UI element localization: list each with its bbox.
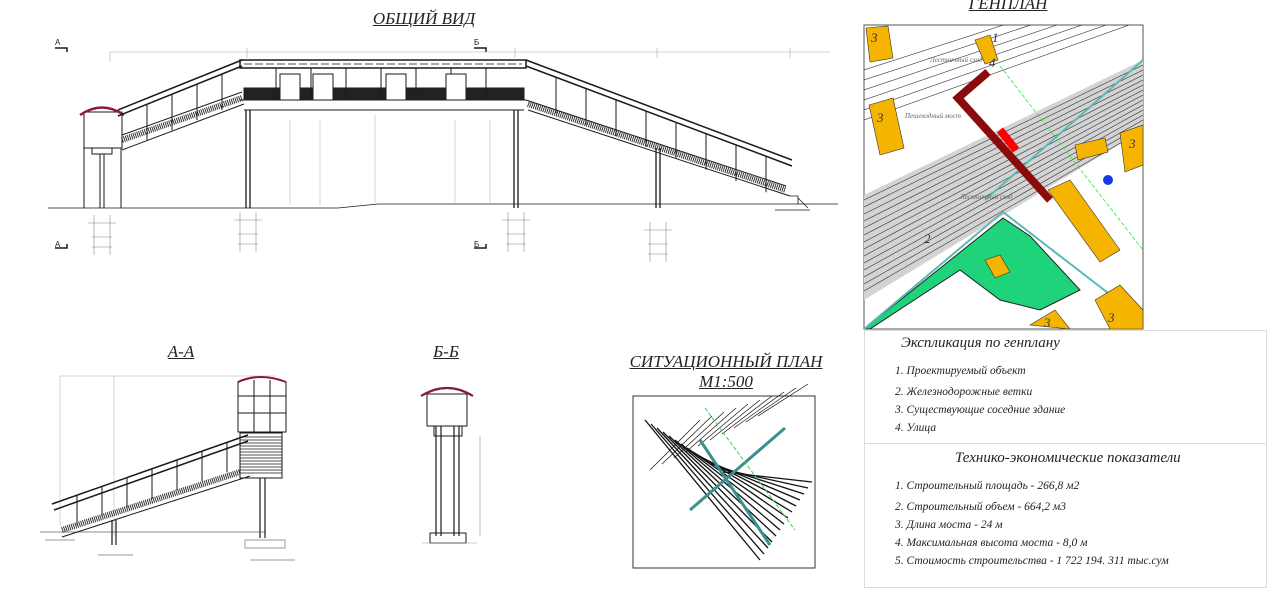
genplan-label-stair-bottom: Лестничный сход: [960, 193, 1013, 201]
explication-heading: Экспликация по генплану: [901, 335, 1060, 351]
drawing-line: [864, 84, 1143, 229]
drawing-line: [864, 25, 1083, 101]
drawing-line: [673, 411, 725, 459]
indicator-item: 4. Максимальная высота моста - 8,0 м: [895, 537, 1088, 549]
section-a-drawing: [40, 375, 295, 561]
indicators-heading: Технико-экономические показатели: [955, 450, 1181, 466]
general-view-title: ОБЩИЙ ВИД: [372, 9, 476, 28]
drawing-line: [710, 463, 805, 495]
drawing-line: [722, 471, 813, 483]
drawing-line: [864, 25, 1107, 111]
drawing-line: [864, 94, 1143, 243]
projected-bridge: [952, 68, 1053, 203]
general-view-drawing: [48, 47, 838, 262]
drawing-line: [733, 391, 785, 429]
section-mark-b-bottom: Б: [474, 240, 480, 249]
section-b-title: Б-Б: [433, 342, 459, 361]
genplan-title: ГЕНПЛАН: [968, 0, 1048, 13]
drawing-line: [649, 419, 701, 471]
drawing-line: [745, 387, 797, 423]
drawing-line: [864, 25, 1058, 91]
section-mark-a-bottom: А: [55, 240, 61, 249]
indicator-item: 2. Строительный объем - 664,2 м3: [895, 501, 1067, 513]
genplan-number-2: 2: [924, 231, 931, 246]
explication-item: 4. Улица: [895, 422, 937, 434]
drawing-line: [661, 415, 713, 465]
situation-plan-scale: М1:500: [699, 372, 753, 391]
genplan-number-3: 3: [871, 30, 878, 45]
indicator-item: 5. Стоимость строительства - 1 722 194. …: [895, 555, 1169, 567]
drawing-line: [864, 104, 1143, 257]
drawing-line: [716, 467, 809, 489]
situation-plan-title: СИТУАЦИОННЫЙ ПЛАН: [629, 352, 823, 371]
legend-divider: [865, 443, 1266, 444]
legend-panel: Экспликация по генплану 1. Проектируемый…: [864, 330, 1267, 588]
genplan-label-stair-top: Лестничный сход: [930, 56, 983, 64]
drawing-line: [656, 427, 769, 549]
explication-item: 3. Существующие соседние здание: [895, 404, 1066, 416]
drawing-line: [721, 395, 773, 435]
drawing-line: [864, 25, 1005, 71]
drawing-line: [685, 407, 737, 453]
drawing-line: [864, 99, 1143, 250]
genplan-number-4: 4: [989, 55, 996, 70]
shelter-roof: [79, 106, 125, 117]
drawing-line: [864, 109, 1143, 264]
section-a-title: А-А: [167, 342, 195, 361]
indicator-item: 1. Строительный площадь - 266,8 м2: [895, 480, 1080, 492]
rail-area: [864, 60, 1143, 300]
existing-buildings: [865, 25, 1143, 329]
genplan-number-3: 3: [1129, 136, 1136, 151]
drawing-line: [644, 419, 761, 561]
section-b-drawing: [420, 386, 481, 544]
section-mark-b-top: Б: [474, 38, 480, 47]
green-zone: [864, 217, 1081, 329]
explication-item: 2. Железнодорожные ветки: [895, 386, 1033, 398]
drawing-line: [864, 25, 1032, 81]
explication-item: 1. Проектируемый объект: [895, 365, 1026, 377]
section-mark-a-top: А: [55, 38, 61, 47]
drawing-line: [674, 439, 781, 531]
genplan-number-1: 1: [992, 30, 999, 45]
drawing-line: [697, 403, 749, 447]
drawing-line: [709, 399, 761, 441]
situation-plan-map: [632, 383, 816, 569]
drawing-line: [864, 25, 1130, 121]
drawing-line: [757, 383, 809, 417]
drawing-line: [650, 423, 765, 555]
drawing-line: [686, 447, 789, 519]
genplan-number-3: 3: [877, 110, 884, 125]
indicator-item: 3. Длина моста - 24 м: [895, 519, 1003, 531]
drawing-line: [668, 435, 777, 537]
genplan-number-3: 3: [1044, 315, 1051, 330]
drawing-line: [680, 443, 785, 525]
drawing-line: [864, 89, 1143, 236]
drawing-line: [864, 129, 1143, 292]
genplan-label-bridge: Пешеходный мост: [905, 112, 961, 120]
genplan-number-3: 3: [1108, 310, 1115, 325]
